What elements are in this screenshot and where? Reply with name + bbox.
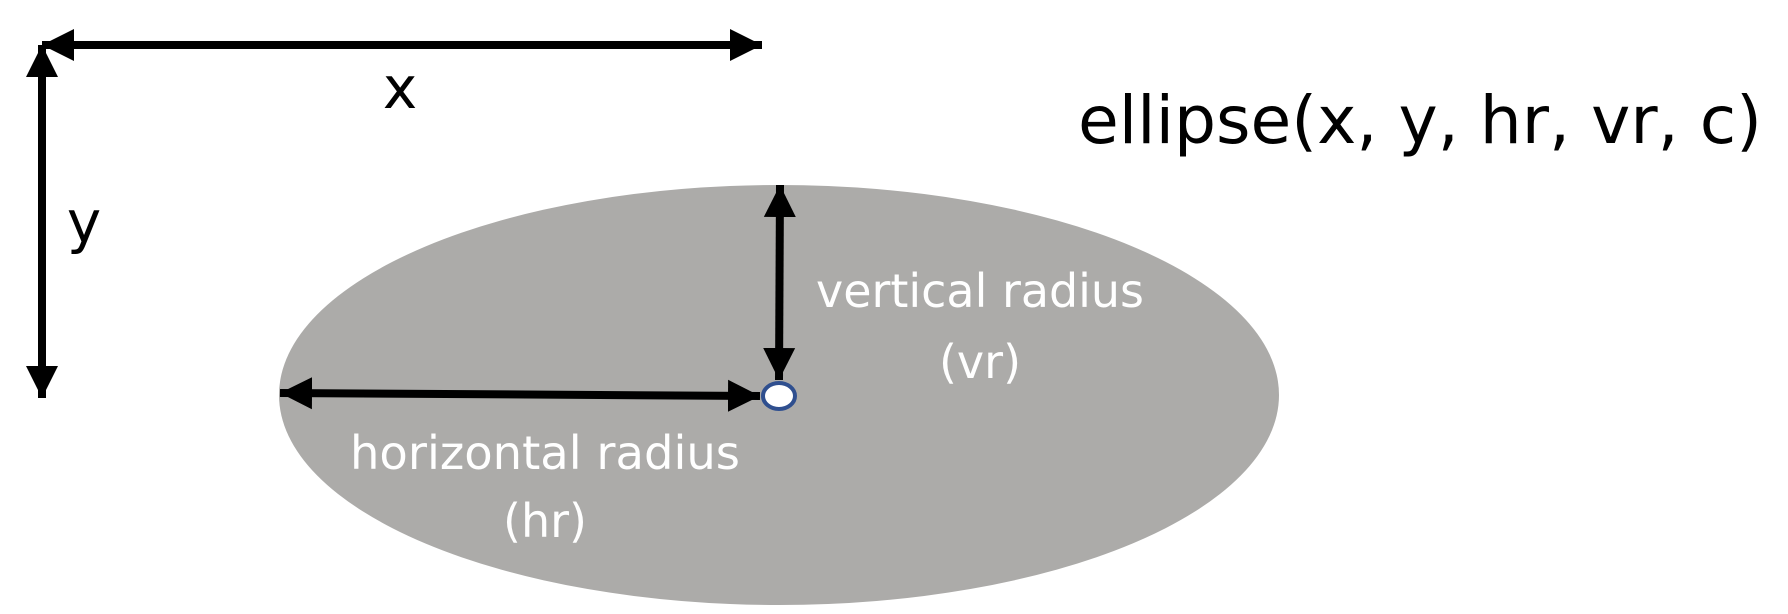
- formula-label: ellipse(x, y, hr, vr, c): [1078, 82, 1762, 159]
- vertical-radius-label: vertical radius: [816, 264, 1144, 318]
- y-axis-label: y: [67, 188, 101, 256]
- horizontal-radius-label: horizontal radius: [350, 426, 740, 480]
- horizontal-radius-arrow: [279, 377, 761, 412]
- center-point: [761, 381, 797, 411]
- vertical-radius-abbrev: (vr): [939, 335, 1021, 389]
- vertical-radius-arrow: [763, 184, 796, 381]
- horizontal-radius-abbrev: (hr): [503, 494, 587, 548]
- x-axis-label: x: [383, 54, 417, 122]
